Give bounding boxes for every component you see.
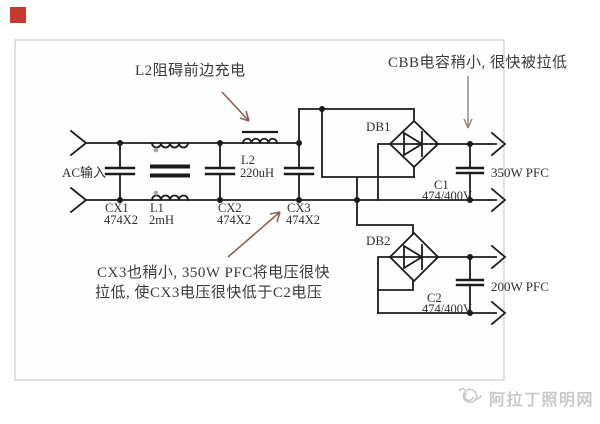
- l2-note-text: L2阻碍前边充电: [135, 63, 246, 79]
- out200-bottom-arrow: [490, 300, 507, 326]
- db2-left-lead: [377, 256, 391, 314]
- junction-dots: [117, 106, 473, 316]
- annotation-arrows: [221, 91, 281, 258]
- db1-left-lead: [377, 143, 391, 201]
- cbb-note-arrow: [463, 76, 473, 129]
- aladdin-lamp-icon: [458, 387, 482, 404]
- l2-value: 220uH: [240, 166, 275, 180]
- c1-name: C1: [434, 178, 449, 192]
- cx2-plates: [204, 166, 236, 176]
- cx2-value: 474X2: [217, 213, 252, 227]
- db1-bridge-body: [388, 119, 440, 169]
- cx1-plates: [104, 166, 136, 176]
- cx3-note-line2: 拉低, 使CX3电压很快低于C2电压: [95, 285, 323, 301]
- cx3-plates: [283, 166, 315, 176]
- cx1-value: 474X2: [104, 213, 139, 227]
- out350-bottom-arrow: [490, 187, 507, 213]
- db2-diode-triangle: [403, 244, 424, 270]
- l2-coil: [242, 137, 278, 144]
- cbb-arrow-group: [463, 76, 473, 129]
- out200-top-arrow: [490, 244, 507, 270]
- watermark-text: 阿拉丁照明网: [489, 392, 595, 409]
- db1-label: DB1: [366, 119, 391, 134]
- cx3-value: 474X2: [286, 213, 321, 227]
- cx1-name: CX1: [105, 201, 129, 215]
- c2-plates: [455, 278, 485, 287]
- out350-top-arrow: [490, 131, 507, 157]
- l2-name: L2: [241, 153, 255, 167]
- l1-phasing-dots: [153, 147, 159, 196]
- figure-border: [14, 39, 505, 381]
- cx2-name: CX2: [218, 201, 242, 215]
- c2-value: 474/400V: [422, 302, 472, 316]
- c2-name: C2: [427, 291, 442, 305]
- c1-value: 474/400V: [422, 189, 472, 203]
- l1-core-bars: [150, 164, 190, 178]
- cbb-note-text: CBB电容稍小, 很快被拉低: [388, 55, 568, 71]
- wires: [69, 108, 507, 326]
- ac-input-label: AC输入: [62, 165, 107, 180]
- c1-plates: [455, 166, 485, 175]
- l1-bottom-coil: [151, 194, 189, 201]
- l2-note-arrow: [221, 91, 250, 122]
- line-to-db1-top: [298, 108, 415, 122]
- cx3-name: CX3: [287, 201, 311, 215]
- output-350w-label: 350W PFC: [491, 165, 549, 180]
- db2-bottom-stub: [377, 280, 414, 291]
- red-corner-marker: [10, 7, 26, 23]
- cx3-note-line1: CX3也稍小, 350W PFC将电压很快: [97, 265, 331, 281]
- db2-bridge-body: [388, 231, 440, 283]
- l1-value: 2mH: [149, 213, 174, 227]
- db2-label: DB2: [366, 233, 391, 248]
- cx3-note-arrow: [227, 211, 281, 258]
- output-200w-label: 200W PFC: [491, 279, 549, 294]
- l1-top-coil: [151, 142, 189, 149]
- l1-name: L1: [150, 201, 164, 215]
- db1-diode-triangle: [403, 131, 424, 157]
